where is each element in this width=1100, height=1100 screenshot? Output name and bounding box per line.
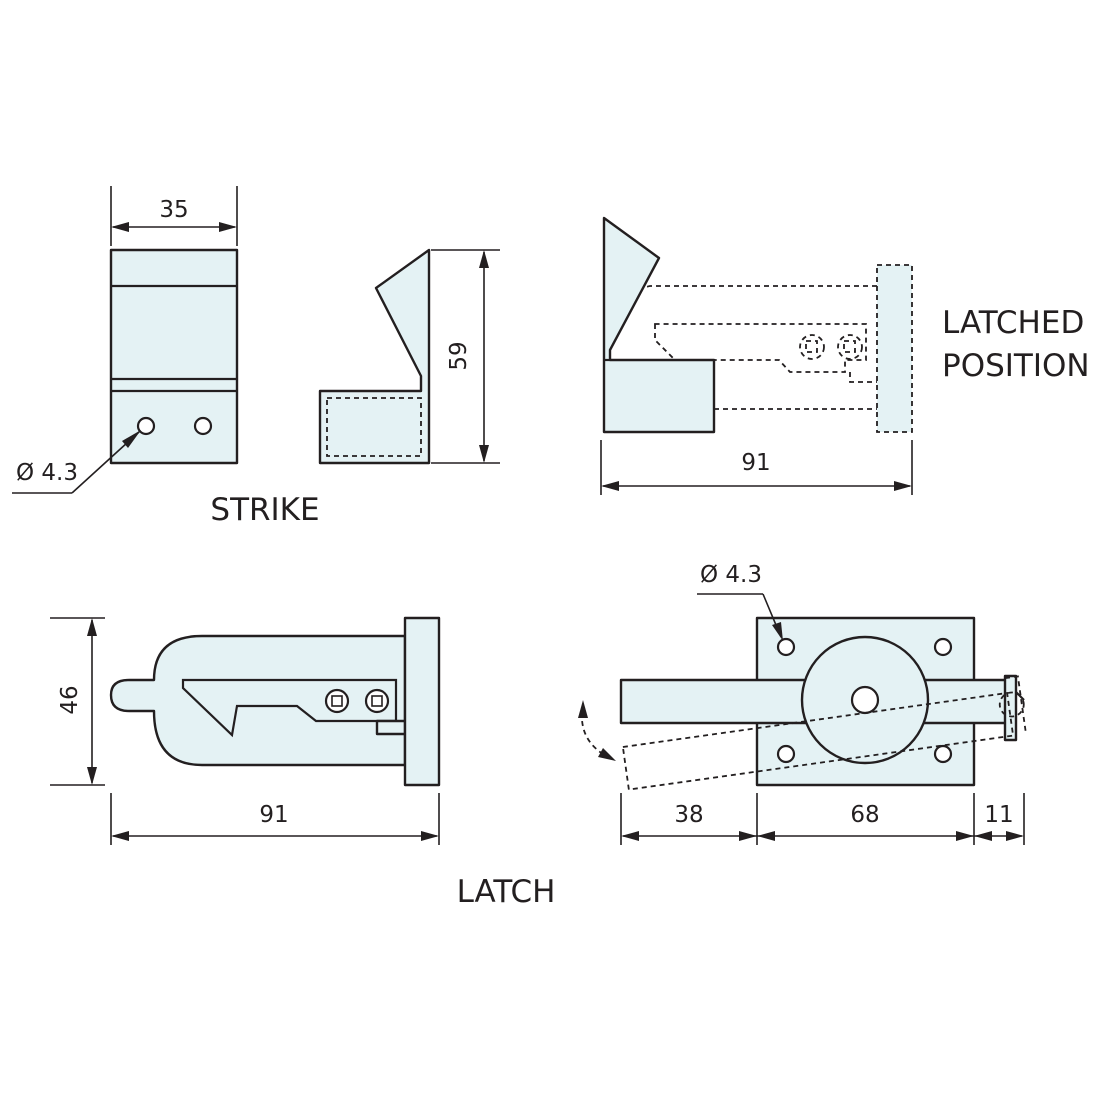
latched-length-label: 91: [741, 450, 770, 476]
strike-hole-diameter-label: Ø 4.3: [16, 460, 78, 486]
latch-mount-hole-tl: [776, 637, 796, 657]
latch-front-dimensions: 38 68 11: [620, 793, 1025, 845]
latch-front-view: [578, 616, 1027, 791]
latched-position-view: [602, 216, 913, 434]
latch-mount-hole-tr: [933, 637, 953, 657]
strike-height-label: 59: [446, 341, 472, 370]
latched-title-line1: LATCHED: [942, 305, 1084, 341]
latched-title-line2: POSITION: [942, 348, 1090, 384]
latch-dim-c-label: 11: [984, 802, 1013, 828]
strike-hole-leader: Ø 4.3: [12, 430, 141, 494]
latch-side-view: [109, 616, 441, 787]
latch-title: LATCH: [457, 874, 556, 910]
latch-hole-leader: Ø 4.3: [697, 562, 783, 641]
strike-title: STRIKE: [210, 492, 319, 528]
latch-pivot-hole: [850, 685, 880, 715]
latch-length-dimension: 91: [110, 793, 440, 845]
latch-dim-a-label: 38: [674, 802, 703, 828]
latch-height-label: 46: [57, 685, 83, 714]
latch-hole-diameter-label: Ø 4.3: [700, 562, 762, 588]
latch-end-plate: [403, 616, 441, 787]
strike-height-dimension: 59: [431, 249, 500, 464]
strike-front-view: [109, 248, 239, 465]
latch-height-dimension: 46: [50, 617, 105, 786]
strike-mount-hole-left: [136, 416, 156, 436]
latch-mount-hole-bl: [776, 744, 796, 764]
latched-pin-right: [837, 334, 863, 360]
strike-width-label: 35: [159, 197, 188, 223]
latch-length-label: 91: [259, 802, 288, 828]
latched-length-dimension: 91: [600, 440, 913, 495]
latched-pin-left: [799, 334, 825, 360]
strike-mount-hole-right: [193, 416, 213, 436]
strike-width-dimension: 35: [110, 186, 238, 246]
latch-mount-hole-br: [933, 744, 953, 764]
latch-dim-b-label: 68: [850, 802, 879, 828]
strike-side-view: [318, 248, 431, 465]
